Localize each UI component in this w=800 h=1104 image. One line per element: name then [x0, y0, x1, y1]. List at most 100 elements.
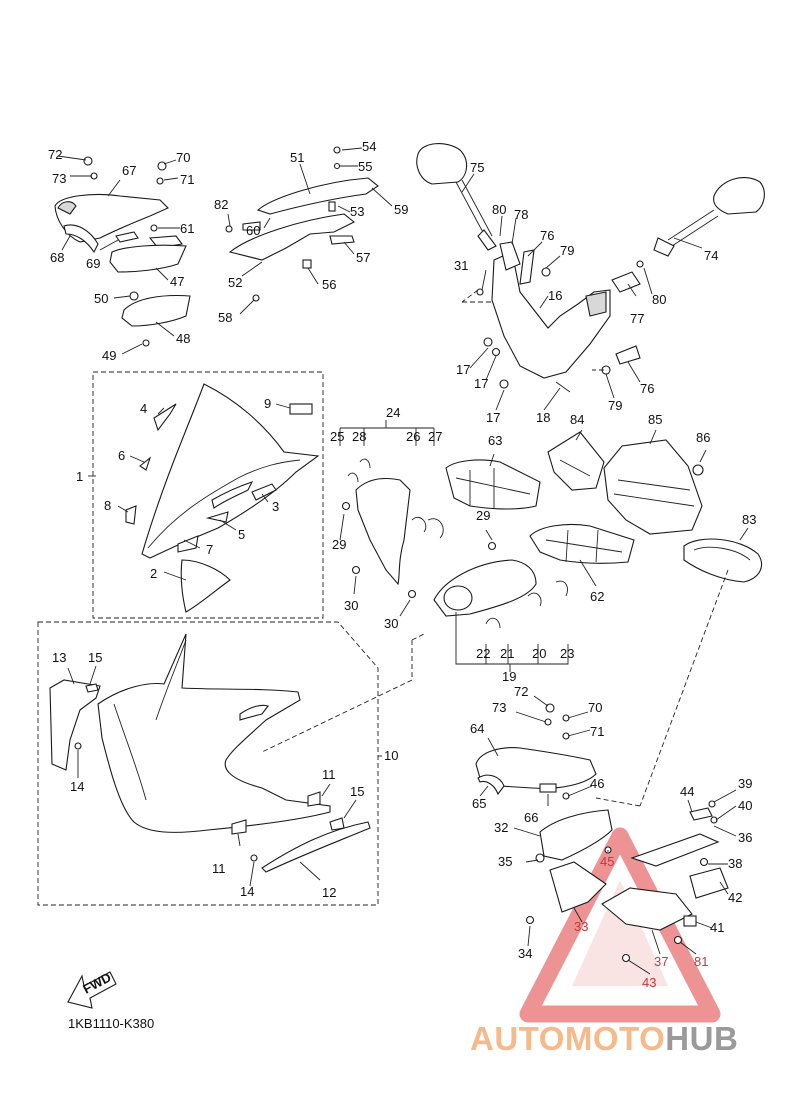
part-number-60: 60 — [246, 223, 260, 238]
part-number-9: 9 — [264, 396, 271, 411]
part-number-10: 10 — [384, 748, 398, 763]
mirror-right-74 — [653, 177, 765, 257]
part-number-34: 34 — [518, 946, 532, 961]
stay-16 — [476, 241, 644, 393]
part-number-53: 53 — [350, 204, 364, 219]
part-number-29a: 29 — [332, 537, 346, 552]
meter-bracket-group — [225, 146, 379, 302]
part-number-29b: 29 — [476, 508, 490, 523]
part-number-65: 65 — [472, 796, 486, 811]
part-number-73a: 73 — [52, 171, 66, 186]
part-number-67: 67 — [122, 163, 136, 178]
part-number-24: 24 — [386, 405, 400, 420]
intake-seal-83 — [683, 538, 762, 583]
part-number-17a: 17 — [456, 362, 470, 377]
part-number-42: 42 — [728, 890, 742, 905]
part-number-26: 26 — [406, 429, 420, 444]
upper-cowling-10 — [49, 633, 371, 873]
inner-panel-64-group — [475, 703, 597, 800]
part-number-11a: 11 — [322, 767, 336, 782]
duct-group-19 — [407, 541, 568, 629]
part-number-81: 81 — [694, 954, 708, 969]
part-number-48: 48 — [176, 331, 190, 346]
part-number-74: 74 — [704, 248, 718, 263]
part-number-17c: 17 — [486, 410, 500, 425]
part-number-18: 18 — [536, 410, 550, 425]
lower-brackets — [525, 800, 729, 963]
part-number-58: 58 — [218, 310, 232, 325]
part-number-51: 51 — [290, 150, 304, 165]
part-number-61: 61 — [180, 221, 194, 236]
part-number-85: 85 — [648, 412, 662, 427]
mirror-left-75 — [416, 143, 497, 251]
part-number-6: 6 — [118, 448, 125, 463]
part-number-41: 41 — [710, 920, 724, 935]
air-duct-63 — [445, 459, 541, 510]
part-number-19: 19 — [502, 669, 516, 684]
windshield-1 — [125, 383, 320, 613]
part-number-22: 22 — [476, 646, 490, 661]
part-number-72a: 72 — [48, 147, 62, 162]
part-number-72b: 72 — [514, 684, 528, 699]
part-number-44: 44 — [680, 784, 694, 799]
watermark-logo-part1: AUTOMOTO — [470, 1020, 666, 1057]
part-number-35: 35 — [498, 854, 512, 869]
fwd-arrow-icon: FWD — [67, 970, 117, 1009]
watermark-logo: AUTOMOTOHUB — [470, 1022, 738, 1055]
part-number-33: 33 — [574, 919, 588, 934]
part-number-30a: 30 — [344, 598, 358, 613]
part-number-80a: 80 — [492, 202, 506, 217]
part-number-55: 55 — [358, 159, 372, 174]
diagram-code: 1KB1110-K380 — [68, 1016, 155, 1031]
part-number-20: 20 — [532, 646, 546, 661]
part-number-1: 1 — [76, 469, 83, 484]
inner-panel-67-group — [54, 156, 191, 347]
part-number-76a: 76 — [540, 228, 554, 243]
part-number-54: 54 — [362, 139, 376, 154]
part-number-39: 39 — [738, 776, 752, 791]
part-number-45: 45 — [600, 854, 614, 869]
part-number-15b: 15 — [350, 784, 364, 799]
part-number-38: 38 — [728, 856, 742, 871]
part-number-21: 21 — [500, 646, 514, 661]
part-number-70a: 70 — [176, 150, 190, 165]
part-number-14b: 14 — [240, 884, 254, 899]
part-number-59: 59 — [394, 202, 408, 217]
part-number-2: 2 — [150, 566, 157, 581]
leader-lines — [57, 147, 749, 975]
part-number-71a: 71 — [180, 172, 194, 187]
part-number-16: 16 — [548, 288, 562, 303]
part-number-82: 82 — [214, 197, 228, 212]
air-duct-62 — [529, 523, 635, 564]
part-number-57: 57 — [356, 250, 370, 265]
watermark-logo-part2: HUB — [665, 1020, 739, 1057]
part-number-43: 43 — [642, 975, 656, 990]
part-number-47: 47 — [170, 274, 184, 289]
part-number-76b: 76 — [640, 381, 654, 396]
part-number-73b: 73 — [492, 700, 506, 715]
windshield-group-box — [92, 371, 324, 619]
part-number-4: 4 — [140, 401, 147, 416]
part-number-12: 12 — [322, 885, 336, 900]
duct-84 — [547, 431, 605, 491]
cowling-group-box — [37, 621, 379, 906]
part-number-40: 40 — [738, 798, 752, 813]
part-number-68: 68 — [50, 250, 64, 265]
part-number-50: 50 — [94, 291, 108, 306]
part-number-37: 37 — [654, 954, 668, 969]
part-number-75: 75 — [470, 160, 484, 175]
part-number-78: 78 — [514, 207, 528, 222]
part-number-3: 3 — [272, 499, 279, 514]
part-number-46: 46 — [590, 776, 604, 791]
part-number-70b: 70 — [588, 700, 602, 715]
part-number-86: 86 — [696, 430, 710, 445]
part-number-69: 69 — [86, 256, 100, 271]
part-number-56: 56 — [322, 277, 336, 292]
part-number-63: 63 — [488, 433, 502, 448]
part-number-62: 62 — [590, 589, 604, 604]
part-number-49: 49 — [102, 348, 116, 363]
part-number-80b: 80 — [652, 292, 666, 307]
part-number-71b: 71 — [590, 724, 604, 739]
